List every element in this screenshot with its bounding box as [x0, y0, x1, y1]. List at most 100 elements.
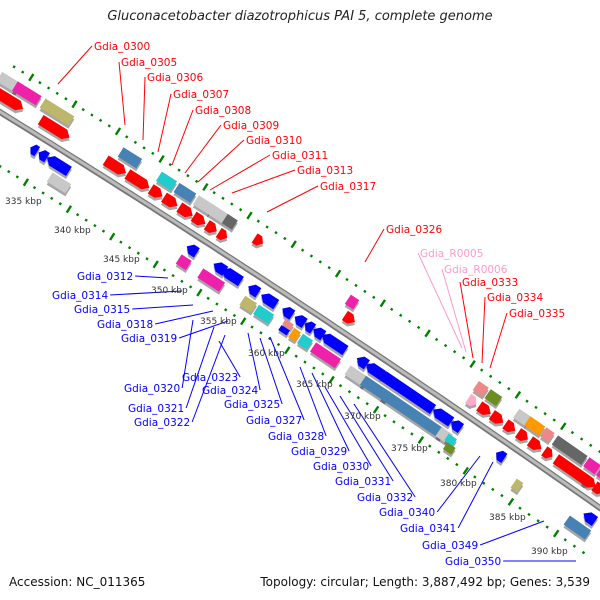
cog-feature — [173, 182, 197, 206]
scale-tick — [98, 118, 103, 123]
feature-body — [472, 380, 489, 397]
reverse-gene — [356, 356, 370, 373]
leader-line — [436, 455, 481, 513]
scale-tick — [379, 299, 387, 308]
leader-line — [353, 403, 416, 498]
feature-body — [378, 371, 437, 415]
scale-tick — [452, 350, 457, 354]
cog-feature — [472, 380, 489, 400]
forward-gene — [464, 393, 477, 410]
scale-tick — [589, 443, 593, 447]
scale-tick — [446, 456, 450, 461]
cog-feature — [510, 478, 524, 496]
scale-tick — [93, 223, 97, 228]
cog-feature — [484, 389, 503, 410]
feature-body — [288, 327, 301, 342]
scale-tick — [22, 178, 30, 187]
feature-body — [341, 310, 355, 324]
scale-tick — [196, 288, 203, 297]
scale-tick — [274, 231, 278, 235]
feature-body — [155, 171, 178, 191]
scale-tick — [461, 356, 466, 360]
gene-label: Gdia_0333 — [462, 277, 518, 289]
scale-tick — [372, 405, 380, 414]
cog-feature — [197, 268, 226, 295]
scale-tick — [55, 91, 59, 96]
scale-tick — [38, 81, 42, 85]
scale-tick — [177, 168, 181, 172]
feature-body — [173, 182, 197, 203]
reverse-gene — [248, 284, 262, 301]
scale-label: 390 kbp — [531, 547, 568, 557]
gene-label: Gdia_R0005 — [420, 248, 483, 260]
scale-tick — [536, 519, 540, 523]
scale-tick — [15, 175, 19, 179]
forward-gene — [147, 184, 163, 201]
forward-gene — [0, 84, 24, 114]
leader-line — [57, 45, 93, 85]
gene-label: Gdia_0300 — [94, 41, 150, 53]
feature-body — [248, 284, 262, 298]
reverse-gene — [213, 262, 229, 279]
scale-label: 360 kbp — [248, 349, 285, 359]
feature-body — [38, 150, 50, 163]
scale-tick — [256, 219, 260, 223]
reverse-gene — [432, 408, 455, 430]
cog-feature — [442, 442, 456, 458]
gene-label: Gdia_0311 — [272, 150, 328, 162]
cog-feature — [46, 172, 72, 197]
forward-gene — [488, 410, 504, 427]
scale-label: 385 kbp — [489, 513, 526, 523]
scale-tick — [563, 538, 567, 542]
scale-tick — [64, 97, 68, 101]
scale-tick — [283, 236, 287, 241]
gene-label: Gdia_0308 — [195, 105, 251, 117]
leader-line — [178, 320, 229, 339]
gene-label: Gdia_0349 — [422, 540, 478, 552]
feature-body — [294, 315, 308, 328]
scale-tick — [303, 360, 307, 364]
scale-tick — [491, 487, 495, 492]
gene-label: Gdia_0306 — [147, 72, 203, 84]
feature-body — [380, 389, 446, 439]
scale-tick — [399, 313, 403, 317]
feature-body — [251, 233, 263, 246]
scale-tick — [552, 529, 560, 538]
scale-tick — [202, 182, 209, 192]
gene-label: Gdia_0335 — [509, 308, 565, 320]
scale-tick — [212, 191, 216, 195]
forward-gene — [475, 401, 491, 418]
reverse-gene — [46, 156, 72, 179]
cog-feature — [175, 254, 192, 273]
feature-body — [484, 389, 503, 407]
cog-feature — [117, 147, 143, 172]
gene-label: Gdia_0331 — [335, 476, 391, 488]
cog-feature — [551, 435, 588, 468]
gene-label: Gdia_0305 — [121, 57, 177, 69]
scale-tick — [318, 260, 322, 264]
scale-tick — [32, 185, 37, 190]
reverse-gene — [313, 327, 327, 344]
gene-label: Gdia_0322 — [134, 417, 190, 429]
gene-label: Gdia_0307 — [173, 89, 229, 101]
scale-tick — [58, 202, 62, 206]
scale-tick — [90, 113, 94, 117]
scale-tick — [107, 124, 111, 128]
scale-tick — [7, 169, 11, 174]
scale-tick — [109, 232, 116, 241]
scale-label: 335 kbp — [5, 197, 42, 207]
reverse-gene — [282, 306, 296, 323]
feature-body — [552, 454, 592, 486]
scale-tick — [500, 493, 504, 498]
scale-tick — [309, 254, 314, 258]
gene-label: Gdia_0327 — [246, 415, 302, 427]
reverse-gene — [38, 150, 50, 166]
scale-ticks — [0, 65, 600, 555]
forward-gene — [540, 446, 553, 462]
feature-body — [583, 512, 599, 527]
scale-tick — [455, 462, 459, 467]
feature-body — [313, 327, 327, 341]
reverse-gene — [378, 371, 437, 417]
leader-line — [231, 169, 296, 194]
forward-gene — [102, 155, 126, 178]
